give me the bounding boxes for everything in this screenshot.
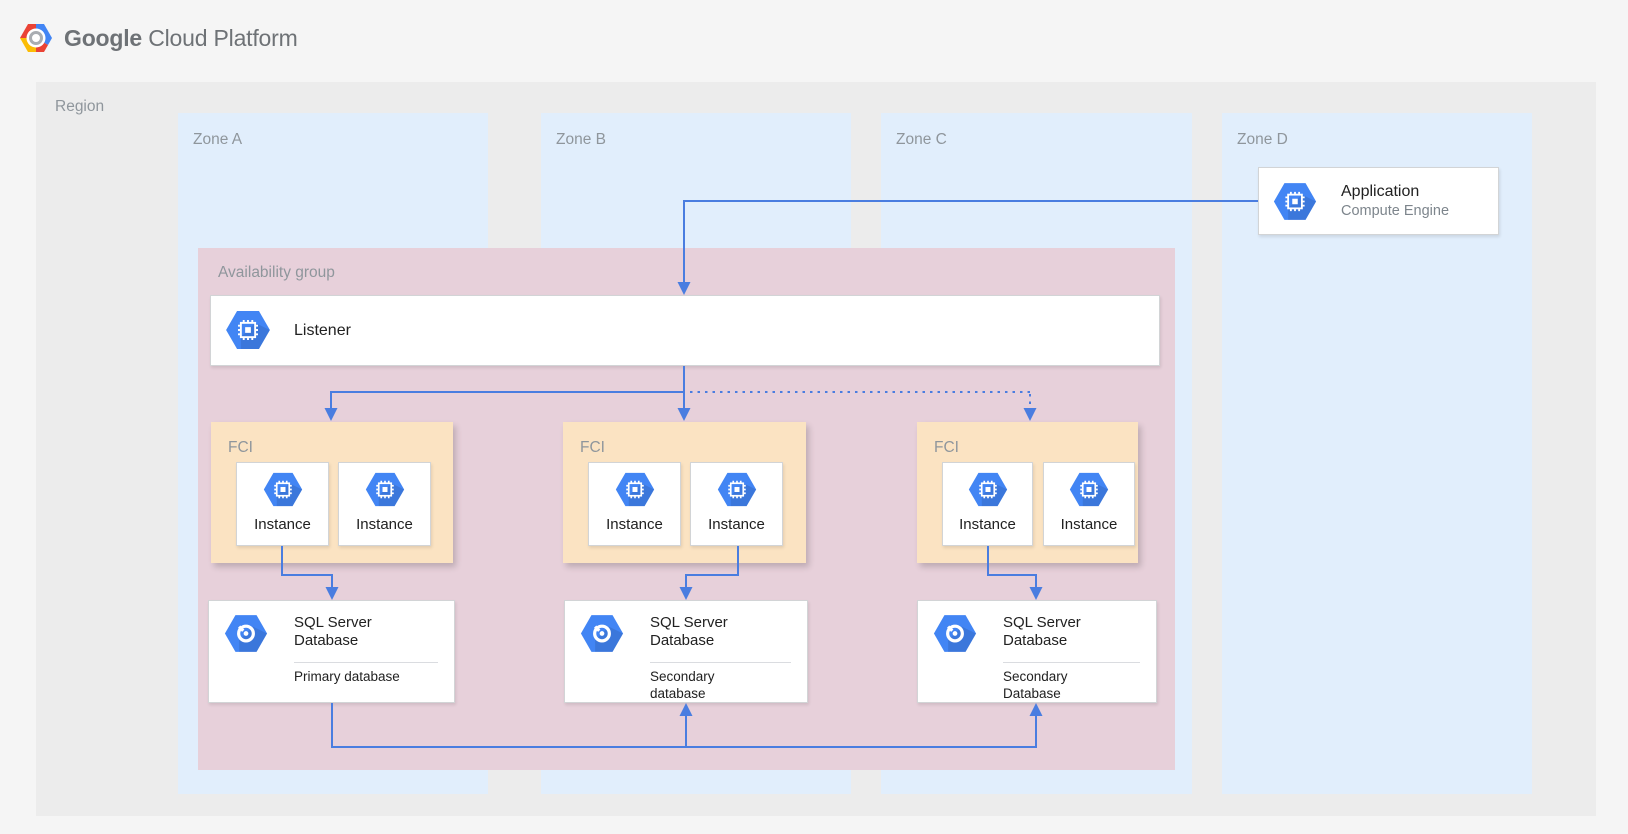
- sql-subtitle: Secondary Database: [1003, 669, 1068, 701]
- sql-title-line: Database: [1003, 632, 1068, 649]
- availability-group-label: Availability group: [218, 264, 335, 281]
- sql-database-card-3: SQL Server Database Secondary Database: [917, 600, 1157, 703]
- fci-1-instance-1: Instance: [236, 462, 329, 546]
- zone-d-label: Zone D: [1237, 131, 1288, 148]
- sql-database-card-1: SQL Server Database Primary database: [208, 600, 455, 703]
- gcp-logo: Google Cloud Platform: [18, 22, 298, 54]
- sql-database-icon: [580, 614, 624, 653]
- sql-database-icon: [933, 614, 977, 653]
- compute-engine-icon: [615, 472, 655, 507]
- sql-title-line: Database: [650, 632, 715, 649]
- application-subtitle: Compute Engine: [1341, 203, 1450, 219]
- compute-engine-icon: [365, 472, 405, 507]
- zone-b-label: Zone B: [556, 131, 606, 148]
- sql-title-line: SQL Server: [650, 614, 728, 631]
- divider: [1003, 662, 1140, 663]
- fci-group-1: FCI Instance Instance: [211, 422, 453, 563]
- instance-label: Instance: [606, 516, 663, 533]
- sql-database-card-2: SQL Server Database Secondary database: [564, 600, 808, 703]
- instance-label: Instance: [708, 516, 765, 533]
- instance-label: Instance: [254, 516, 311, 533]
- instance-label: Instance: [959, 516, 1016, 533]
- sql-database-icon: [224, 614, 268, 653]
- listener-label: Listener: [294, 322, 351, 339]
- brand-secondary: Cloud Platform: [148, 24, 298, 51]
- application-card: Application Compute Engine: [1258, 167, 1499, 235]
- compute-engine-icon: [1273, 182, 1317, 221]
- listener-card: Listener: [210, 295, 1160, 366]
- compute-engine-icon: [1069, 472, 1109, 507]
- fci-3-instance-1: Instance: [942, 462, 1033, 546]
- instance-label: Instance: [356, 516, 413, 533]
- fci-2-instance-1: Instance: [588, 462, 681, 546]
- sql-title-line: Database: [294, 632, 359, 649]
- fci-group-2: FCI Instance Instance: [563, 422, 806, 563]
- compute-engine-icon: [263, 472, 303, 507]
- divider: [650, 662, 791, 663]
- compute-engine-icon: [225, 310, 271, 350]
- sql-title-line: SQL Server: [1003, 614, 1081, 631]
- fci-group-3: FCI Instance Instance: [917, 422, 1138, 563]
- compute-engine-icon: [968, 472, 1008, 507]
- application-title: Application: [1341, 183, 1420, 200]
- gcp-logo-icon: [18, 22, 54, 54]
- compute-engine-icon: [717, 472, 757, 507]
- zone-c-label: Zone C: [896, 131, 947, 148]
- brand-primary: Google: [64, 24, 143, 51]
- fci-2-label: FCI: [580, 439, 605, 456]
- fci-1-instance-2: Instance: [338, 462, 431, 546]
- region-label: Region: [55, 98, 105, 115]
- fci-3-label: FCI: [934, 439, 959, 456]
- fci-2-instance-2: Instance: [690, 462, 783, 546]
- sql-title-line: SQL Server: [294, 614, 372, 631]
- zone-a-label: Zone A: [193, 131, 243, 148]
- fci-3-instance-2: Instance: [1043, 462, 1135, 546]
- brand-text: Google Cloud Platform: [64, 25, 298, 52]
- divider: [294, 662, 438, 663]
- instance-label: Instance: [1060, 516, 1118, 533]
- sql-subtitle: Primary database: [294, 669, 400, 684]
- sql-subtitle: Secondary database: [650, 669, 715, 701]
- fci-1-label: FCI: [228, 439, 253, 456]
